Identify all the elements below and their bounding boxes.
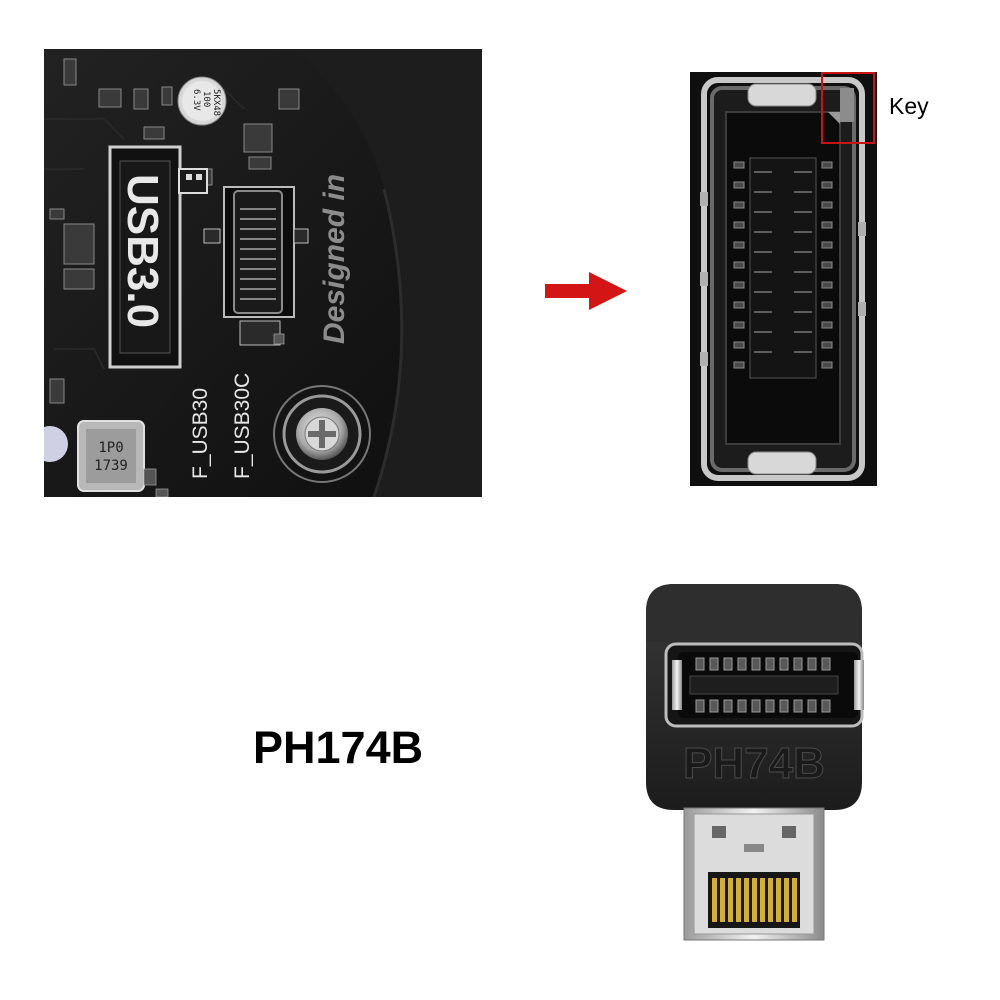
key-label: Key — [889, 93, 929, 119]
right-arrow-icon — [545, 272, 627, 310]
model-label: PH174B — [253, 722, 424, 773]
svg-text:100: 100 — [201, 91, 211, 107]
svg-text:F_USB30: F_USB30 — [189, 388, 212, 479]
motherboard-photo: 5KX48 100 6.3V USB3.0 — [44, 49, 482, 497]
svg-text:6.3V: 6.3V — [191, 89, 201, 111]
capacitor: 5KX48 100 6.3V — [177, 76, 227, 126]
svg-text:USB3.0: USB3.0 — [118, 174, 167, 328]
svg-text:5KX48: 5KX48 — [211, 89, 221, 116]
svg-text:1P0: 1P0 — [98, 440, 123, 456]
svg-text:Designed in: Designed in — [318, 174, 351, 344]
inductor: 1P0 1739 — [77, 420, 145, 492]
usb30-header: USB3.0 — [108, 145, 182, 369]
svg-text:1739: 1739 — [94, 458, 128, 474]
screw — [273, 385, 371, 483]
adapter-photo: PH74B — [634, 582, 874, 944]
svg-text:PH74B: PH74B — [683, 739, 825, 788]
key-highlight-box — [821, 72, 875, 144]
header-closeup-photo — [690, 72, 877, 486]
svg-text:F_USB30C: F_USB30C — [231, 373, 254, 479]
type-c-header — [203, 186, 309, 346]
